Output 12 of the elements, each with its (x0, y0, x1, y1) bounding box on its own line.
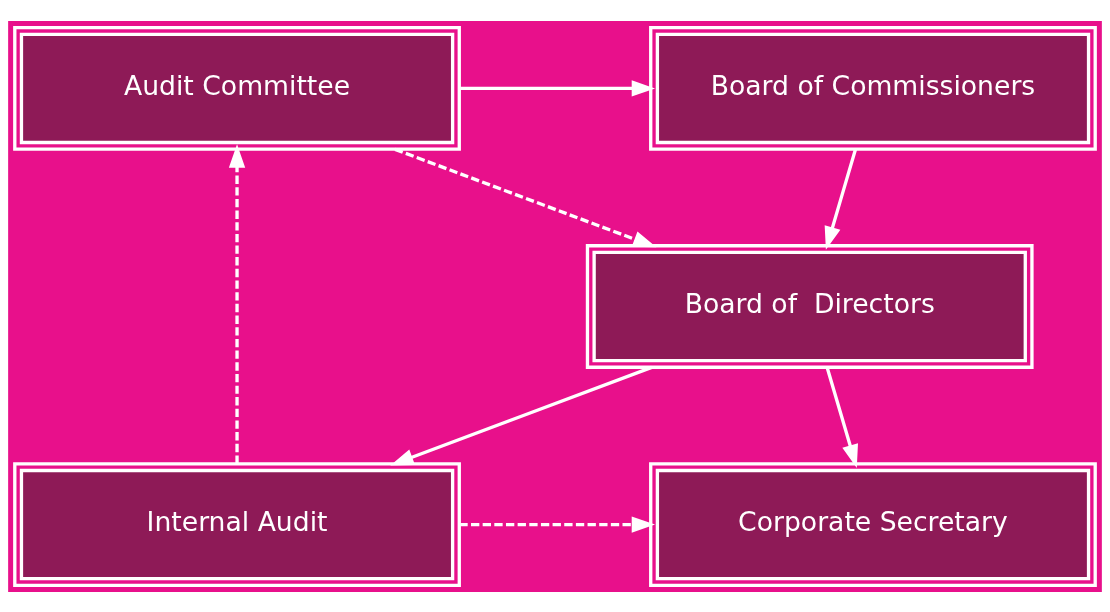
arrow (824, 148, 858, 250)
arrow (390, 365, 653, 465)
arrow (459, 515, 656, 533)
arrow (228, 143, 246, 464)
node-box: Audit Committee (13, 25, 461, 151)
node-box: Board of Commissioners (649, 25, 1097, 151)
arrow (459, 79, 656, 97)
arrow (394, 147, 657, 247)
arrow (825, 366, 858, 468)
node-box: Corporate Secretary (649, 461, 1097, 587)
node-box: Board of Directors (585, 243, 1034, 369)
node-box: Internal Audit (13, 461, 461, 587)
